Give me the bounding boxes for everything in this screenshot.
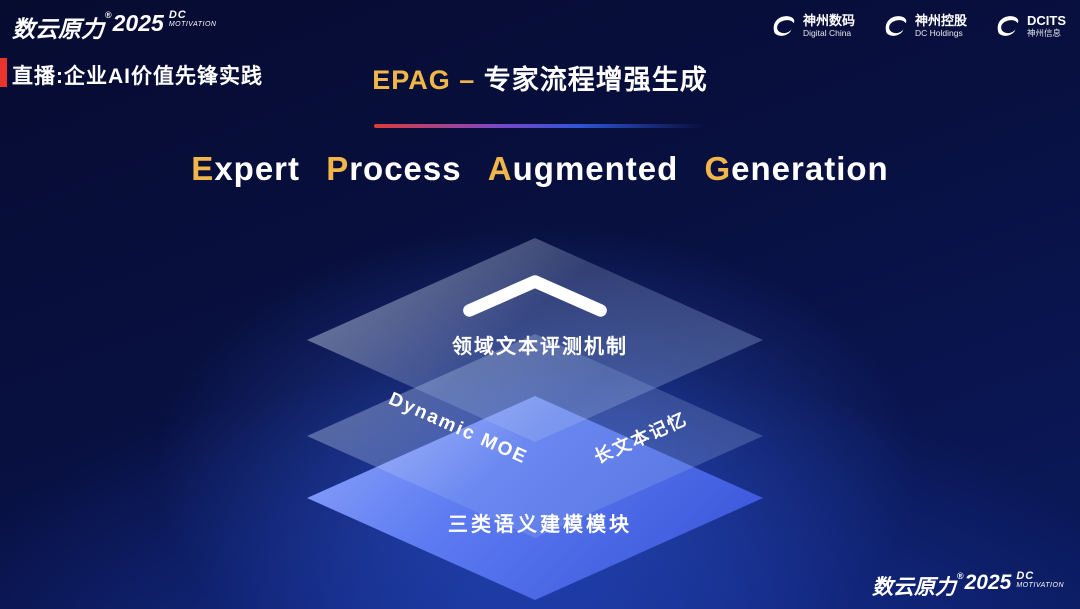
epag-heading: EPAG – 专家流程增强生成 xyxy=(372,58,708,97)
logo-name: 神州数码 xyxy=(802,12,855,28)
brand-year: 2025 xyxy=(964,571,1012,594)
gradient-divider xyxy=(374,124,704,128)
brand-sub-top: DC xyxy=(168,9,187,21)
live-red-bar xyxy=(0,58,7,87)
live-label: 直播:企业AI价值先锋实践 xyxy=(12,65,263,88)
layer-label-evaluation: 领域文本评测机制 xyxy=(452,336,628,358)
brand-subtitle: DC MOTIVATION xyxy=(168,9,217,29)
logo-subtext: DC Holdings xyxy=(914,27,963,38)
swoosh-icon xyxy=(885,16,907,36)
title-word: Expert xyxy=(191,150,300,188)
title-rest: xpert xyxy=(214,150,301,187)
brand-logo-top-left: 数云原力®2025 DC MOTIVATION xyxy=(12,10,216,44)
epag-heading-accent: EPAG – xyxy=(372,65,476,95)
logo-dc-holdings: 神州控股 DC Holdings xyxy=(881,12,967,40)
logo-text: 神州数码 Digital China xyxy=(802,12,855,39)
logo-subtext: 神州信息 xyxy=(1027,27,1062,38)
logo-dcits: DCITS 神州信息 xyxy=(993,12,1066,40)
brand-year: 2025 xyxy=(112,10,164,36)
title-initial: P xyxy=(326,150,350,187)
swoosh-icon xyxy=(997,16,1019,36)
title-initial: G xyxy=(704,150,732,187)
brand-name: 数云原力 xyxy=(12,16,104,42)
epag-heading-rest: 专家流程增强生成 xyxy=(475,65,708,95)
logo-name: DCITS xyxy=(1027,12,1066,28)
registered-mark: ® xyxy=(105,10,112,20)
brand-subtitle: DC MOTIVATION xyxy=(1016,570,1064,590)
page-title: Expert Process Augmented Generation xyxy=(0,150,1080,188)
logo-subtext: Digital China xyxy=(802,27,852,38)
logo-name: 神州控股 xyxy=(914,12,967,28)
brand-sub-bottom: MOTIVATION xyxy=(168,21,217,28)
brand-sub-bottom: MOTIVATION xyxy=(1016,582,1064,589)
brand-sub-top: DC xyxy=(1016,570,1035,582)
title-initial: E xyxy=(191,150,215,187)
layer-label-semantic-modeling: 三类语义建模模块 xyxy=(448,514,632,536)
title-word: Generation xyxy=(704,150,888,188)
brand-logo-bottom-right: 数云原力®2025 DC MOTIVATION xyxy=(872,571,1064,601)
title-word: Augmented xyxy=(488,150,679,188)
brand-name: 数云原力 xyxy=(871,576,956,599)
partner-logos: 神州数码 Digital China 神州控股 DC Holdings DCIT… xyxy=(769,12,1066,40)
swoosh-icon xyxy=(773,16,795,36)
title-rest: eneration xyxy=(731,150,889,187)
title-rest: ugmented xyxy=(512,150,679,187)
registered-mark: ® xyxy=(956,571,964,581)
logo-digital-china: 神州数码 Digital China xyxy=(769,12,855,40)
title-rest: rocess xyxy=(349,150,462,187)
logo-text: DCITS 神州信息 xyxy=(1027,12,1066,39)
title-initial: A xyxy=(487,150,513,187)
chevron-up-icon xyxy=(463,275,607,317)
title-word: Process xyxy=(326,150,461,188)
logo-text: 神州控股 DC Holdings xyxy=(914,12,967,39)
